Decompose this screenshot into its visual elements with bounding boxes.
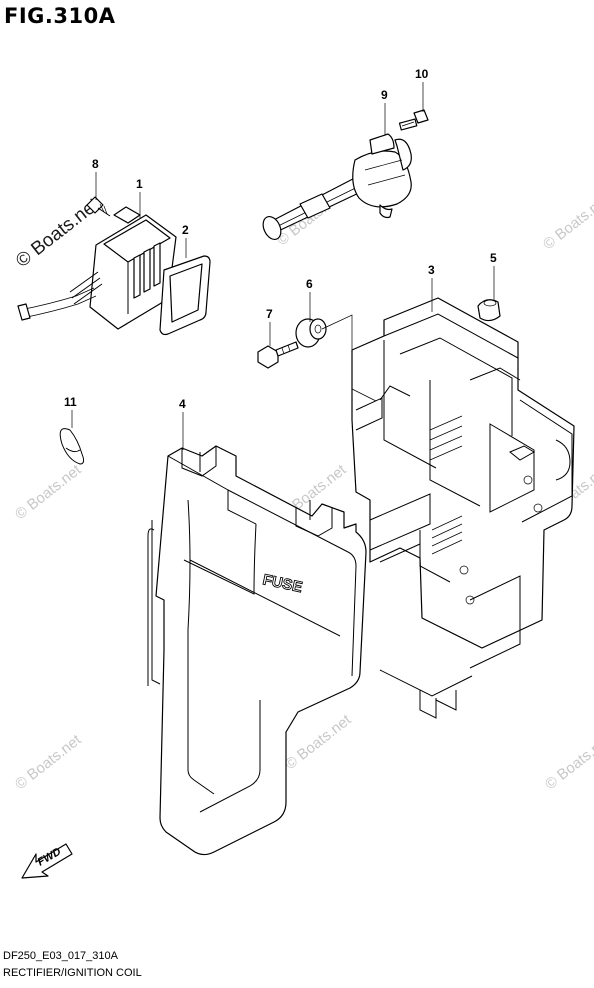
callout-10: 10 bbox=[415, 67, 429, 81]
diagram-code: DF250_E03_017_310A bbox=[3, 950, 118, 962]
callout-3: 3 bbox=[428, 263, 435, 277]
part-11-clip[interactable] bbox=[59, 428, 85, 465]
callouts: 1 2 3 4 5 6 7 8 9 10 11 bbox=[64, 67, 497, 411]
part-10-bolt[interactable] bbox=[398, 109, 429, 131]
watermark: © Boats.net bbox=[12, 731, 85, 793]
callout-2: 2 bbox=[182, 223, 189, 237]
callout-7: 7 bbox=[266, 307, 273, 321]
fwd-arrow-icon: FWD bbox=[21, 843, 73, 879]
callout-4: 4 bbox=[179, 397, 186, 411]
watermark: © Boats.net bbox=[542, 731, 594, 793]
callout-6: 6 bbox=[306, 277, 313, 291]
diagram-name: RECTIFIER/IGNITION COIL bbox=[3, 967, 142, 979]
part-3-bracket[interactable] bbox=[351, 297, 575, 719]
callout-11: 11 bbox=[64, 395, 77, 409]
callout-1: 1 bbox=[136, 177, 143, 191]
callout-8: 8 bbox=[92, 157, 99, 171]
watermark: © Boats.net bbox=[540, 191, 594, 253]
figure-title: FIG.310A bbox=[4, 4, 116, 28]
part-5-grommet[interactable] bbox=[477, 299, 501, 322]
part-8-screw[interactable] bbox=[86, 196, 111, 217]
watermark: © Boats.net bbox=[12, 461, 85, 523]
part-4-fuse-cover[interactable]: FUSE bbox=[147, 445, 367, 856]
callout-9: 9 bbox=[381, 88, 388, 102]
part-1-rectifier[interactable] bbox=[17, 206, 177, 330]
leader-lines bbox=[71, 82, 495, 450]
part-7-bolt[interactable] bbox=[257, 341, 299, 369]
part-2-gasket[interactable] bbox=[159, 255, 211, 336]
callout-5: 5 bbox=[490, 251, 497, 265]
part-6-grommet[interactable] bbox=[295, 318, 327, 348]
part-9-ignition-coil[interactable] bbox=[260, 133, 412, 242]
